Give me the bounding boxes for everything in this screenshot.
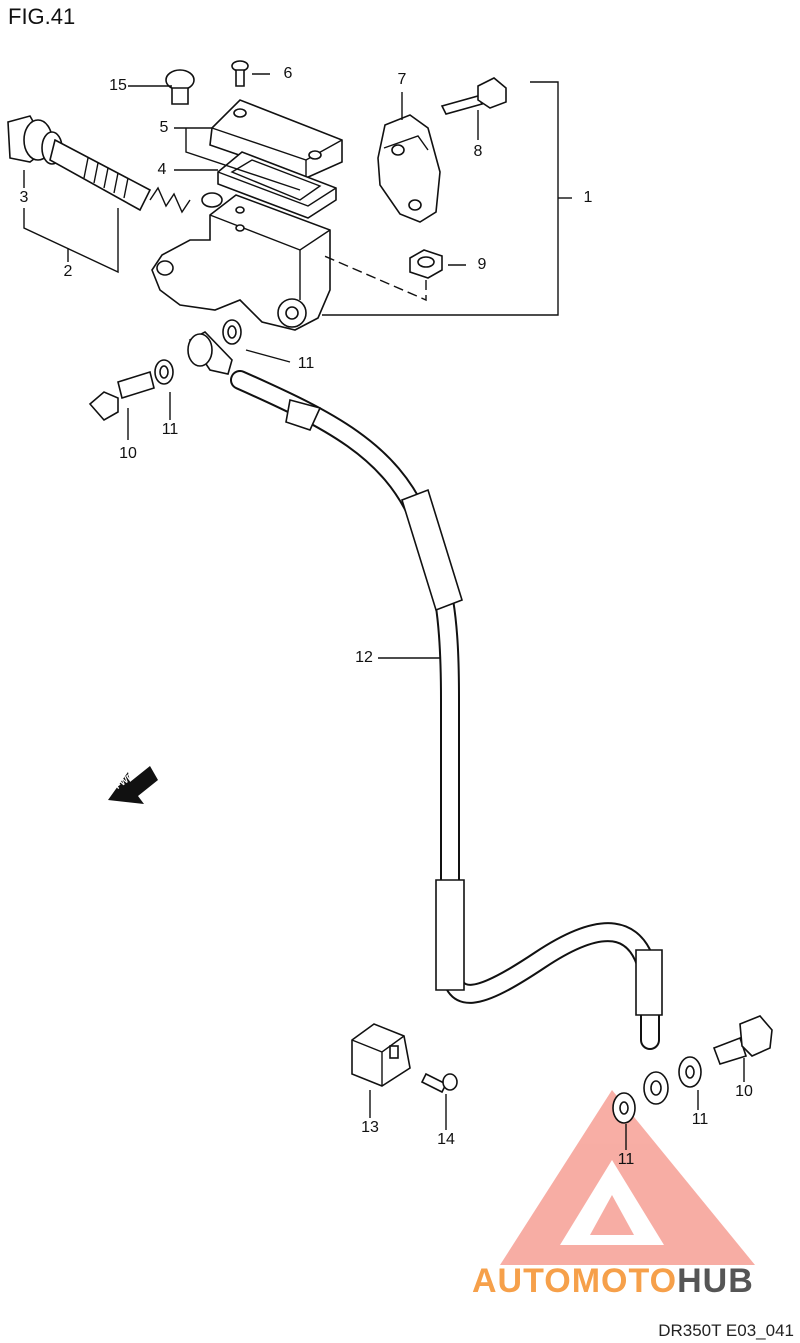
callout-5: 5 [159, 119, 169, 136]
brake-hose [230, 370, 663, 1050]
fwd-arrow-icon [108, 766, 158, 804]
holder-screw [420, 1072, 458, 1094]
callout-6: 6 [283, 65, 293, 82]
piston-assembly [7, 115, 191, 214]
clamp-bolt [440, 77, 507, 115]
callout-11-d: 11 [691, 1111, 709, 1128]
callout-2: 2 [63, 263, 73, 280]
reservoir-cap [209, 99, 343, 179]
callout-3: 3 [19, 189, 29, 206]
callout-11-a: 11 [297, 355, 315, 372]
callout-11-b: 11 [161, 421, 179, 438]
callout-15: 15 [109, 77, 127, 94]
watermark-auto: AUTO [472, 1262, 572, 1300]
callout-12: 12 [355, 649, 373, 666]
lower-banjo-fitting [612, 1015, 773, 1124]
callout-9: 9 [477, 256, 487, 273]
watermark-moto: MOTO [571, 1262, 678, 1300]
callout-10-lower: 10 [735, 1083, 753, 1100]
callout-4: 4 [157, 161, 167, 178]
watermark-logo [500, 1090, 755, 1265]
callout-1: 1 [583, 189, 593, 206]
diaphragm-plate [217, 151, 337, 219]
cap-screw [231, 60, 249, 87]
master-cylinder-body [151, 192, 331, 331]
watermark-text: AUTOMOTOHUB [472, 1262, 754, 1301]
hose-holder [351, 1023, 411, 1087]
callout-13: 13 [361, 1119, 379, 1136]
leader-lines [23, 73, 745, 1150]
callout-7: 7 [397, 71, 407, 88]
callout-10-upper: 10 [119, 445, 137, 462]
watermark-hub: HUB [677, 1262, 754, 1300]
figure-title: FIG.41 [8, 4, 76, 29]
boot [165, 69, 195, 105]
upper-banjo-fitting [88, 319, 242, 422]
nut [409, 249, 443, 279]
callout-11-c: 11 [617, 1151, 635, 1168]
handlebar-clamp [377, 114, 441, 223]
callout-14: 14 [437, 1131, 455, 1148]
callout-8: 8 [473, 143, 483, 160]
drawing-code: DR350T E03_041 [658, 1321, 794, 1340]
